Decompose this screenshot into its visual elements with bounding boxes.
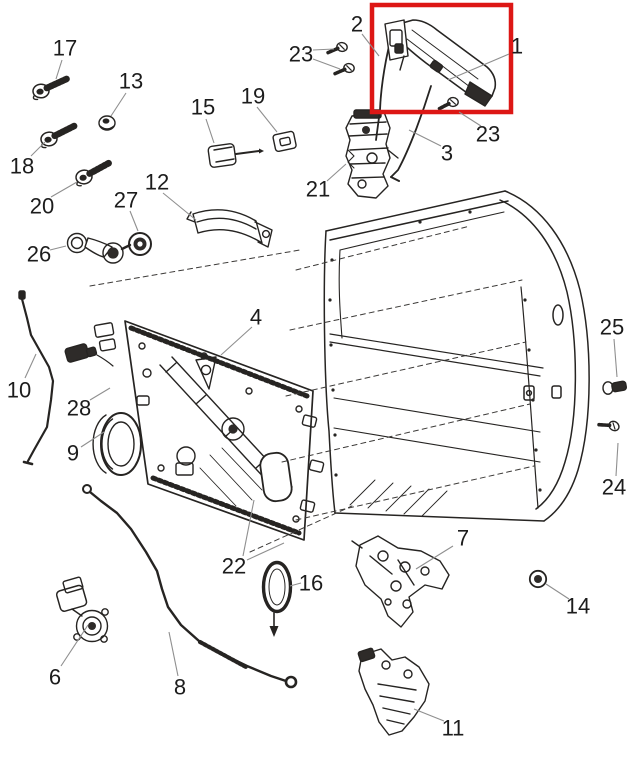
leader-line-23b-0	[458, 111, 482, 127]
leader-line-26-0	[49, 245, 67, 251]
part-label-11-lower-bracket[interactable]: 11	[442, 716, 465, 741]
leader-line-2-0	[361, 33, 380, 57]
part-label-13-nut[interactable]: 13	[119, 69, 143, 94]
bolt-17-art[interactable]	[32, 79, 68, 100]
door-shell-art	[323, 190, 590, 522]
leader-line-12-0	[162, 192, 197, 221]
leader-line-28-0	[89, 387, 111, 401]
leader-line-6-0	[60, 624, 89, 667]
part-label-16-gasket-seal[interactable]: 16	[299, 571, 323, 596]
part-label-24-screw[interactable]: 24	[602, 475, 626, 500]
leader-line-4-0	[220, 326, 253, 356]
leader-line-18-0	[30, 141, 46, 157]
screw-23-art-1[interactable]	[326, 39, 350, 57]
bolt-25-art[interactable]	[602, 380, 627, 395]
part-label-9-speaker[interactable]: 9	[67, 441, 79, 466]
leader-line-16-0	[289, 582, 302, 587]
leader-line-3-0	[408, 129, 442, 147]
ring-27-art[interactable]	[128, 232, 152, 256]
screw-23-art-2[interactable]	[333, 60, 357, 78]
bracket-7-art[interactable]	[351, 535, 450, 628]
part-labels-layer: 17 13 18 20 15 19 12 27 26 10 28 9 4 2 23 1 23 3 21 25 24 22 1…	[7, 12, 626, 741]
carrier-4-art[interactable]	[93, 320, 325, 541]
connector-28-art[interactable]	[64, 343, 114, 367]
part-label-1-exterior-door-handle[interactable]: 1	[511, 34, 523, 59]
gasket-16-art[interactable]	[261, 560, 293, 638]
leader-line-1-0	[447, 53, 510, 81]
part-label-22-carrier-assembly[interactable]: 22	[222, 554, 246, 579]
part-label-21-door-latch[interactable]: 21	[306, 177, 330, 202]
part-label-14-grommet[interactable]: 14	[566, 594, 590, 619]
bracket-12-art[interactable]	[186, 209, 273, 248]
leader-line-11-0	[413, 708, 445, 722]
part-label-17-hex-bolt[interactable]: 17	[53, 36, 77, 61]
part-label-2-handle-rod[interactable]: 2	[351, 12, 363, 37]
part-label-15-plug-pin[interactable]: 15	[191, 95, 215, 120]
leader-line-24-0	[615, 442, 619, 477]
leader-line-22-1	[246, 542, 285, 561]
screw-24-art[interactable]	[597, 413, 623, 437]
part-label-20-hex-bolt[interactable]: 20	[30, 194, 54, 219]
latch-21-art[interactable]	[345, 109, 399, 199]
speaker-9-art[interactable]	[92, 412, 142, 476]
leader-line-13-0	[110, 92, 127, 117]
leader-line-27-0	[129, 210, 139, 232]
leader-line-10-0	[24, 353, 37, 379]
rod-10-art[interactable]	[18, 290, 55, 466]
leader-line-8-0	[168, 631, 179, 677]
leader-line-22-0	[242, 499, 255, 557]
part-label-6-window-motor[interactable]: 6	[49, 665, 61, 690]
handle-1-art[interactable]	[384, 19, 497, 107]
screw-23-art-3[interactable]	[437, 94, 461, 112]
leader-line-19-0	[256, 106, 278, 133]
rod-3-art[interactable]	[390, 85, 432, 182]
part-label-3-latch-rod[interactable]: 3	[441, 141, 453, 166]
leader-line-23a-0	[312, 48, 335, 51]
leader-line-9-0	[80, 431, 105, 448]
grommet-14-art[interactable]	[528, 569, 548, 589]
part-label-28-wiring-connector[interactable]: 28	[67, 396, 91, 421]
motor-6-art[interactable]	[55, 576, 109, 643]
part-label-26-window-crank-handle[interactable]: 26	[27, 242, 51, 267]
clip-19-art[interactable]	[272, 130, 297, 153]
leader-line-25-0	[613, 338, 618, 378]
bracket-11-art[interactable]	[357, 647, 430, 736]
leader-line-17-0	[55, 59, 63, 80]
part-label-4-door-module-carrier[interactable]: 4	[250, 305, 262, 330]
crank-26-art[interactable]	[66, 232, 132, 264]
leader-line-7-0	[415, 545, 454, 570]
part-label-18-hex-bolt[interactable]: 18	[10, 154, 34, 179]
leader-line-21-0	[326, 163, 347, 182]
part-label-25-bolt[interactable]: 25	[600, 315, 624, 340]
part-label-7-handle-mount-bracket[interactable]: 7	[457, 526, 469, 551]
part-label-12-pull-handle-bracket[interactable]: 12	[145, 170, 169, 195]
plug-15-art[interactable]	[207, 143, 264, 168]
part-label-27-bezel-ring[interactable]: 27	[114, 188, 138, 213]
part-label-8-release-cable[interactable]: 8	[174, 675, 186, 700]
part-label-19-clip[interactable]: 19	[241, 84, 265, 109]
leader-line-15-0	[205, 118, 215, 144]
leader-line-20-0	[50, 181, 78, 198]
leader-line-23a-1	[312, 58, 341, 70]
highlight-box[interactable]	[369, 2, 514, 115]
part-label-10-lock-rod[interactable]: 10	[7, 378, 31, 403]
part-label-23b-screw[interactable]: 23	[476, 122, 500, 147]
assembly-guide-lines	[89, 225, 535, 553]
leader-line-14-0	[545, 583, 570, 600]
bolt-18-art[interactable]	[40, 126, 77, 148]
nut-13-art[interactable]	[98, 115, 116, 131]
cable-8-art[interactable]	[82, 484, 298, 689]
bolt-20-art[interactable]	[75, 163, 112, 186]
part-label-23a-screw[interactable]: 23	[289, 42, 313, 67]
